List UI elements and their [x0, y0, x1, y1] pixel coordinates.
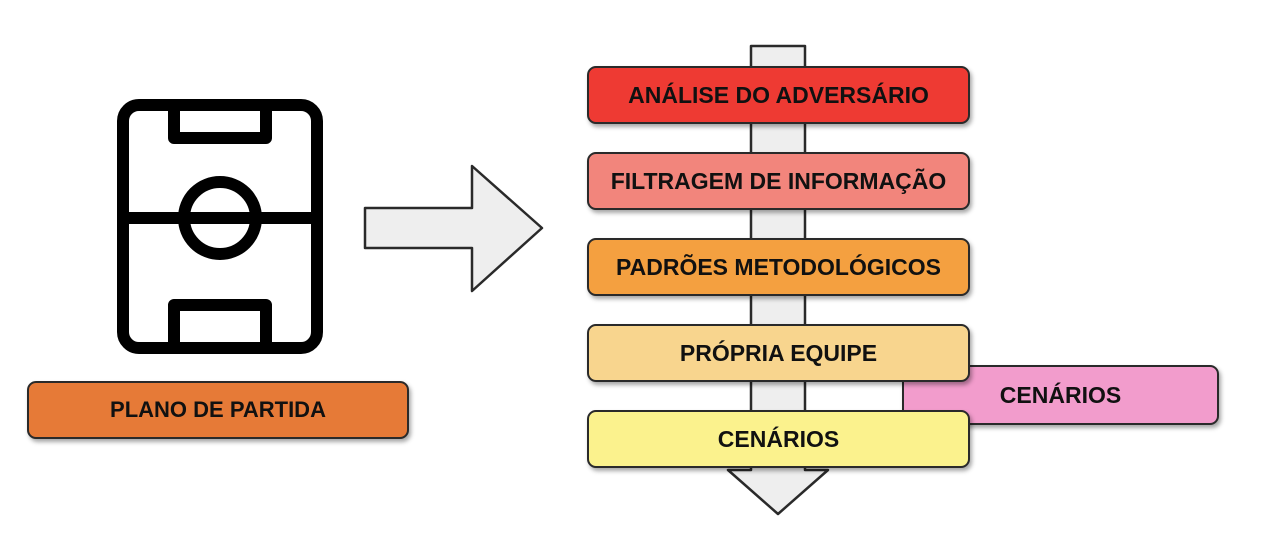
step-card-opponent-analysis: ANÁLISE DO ADVERSÁRIO	[587, 66, 970, 124]
step-card-information-filtering: FILTRAGEM DE INFORMAÇÃO	[587, 152, 970, 210]
step-label: FILTRAGEM DE INFORMAÇÃO	[610, 167, 947, 194]
plan-label: PLANO DE PARTIDA	[110, 397, 326, 422]
side-card-label: CENÁRIOS	[999, 381, 1122, 408]
soccer-field-icon	[117, 99, 323, 354]
step-card-scenarios: CENÁRIOS	[587, 410, 970, 468]
plan-card: PLANO DE PARTIDA	[27, 381, 409, 439]
step-card-methodological-patterns: PADRÕES METODOLÓGICOS	[587, 238, 970, 296]
step-label: PADRÕES METODOLÓGICOS	[615, 253, 941, 280]
step-label: CENÁRIOS	[717, 425, 840, 452]
step-label: PRÓPRIA EQUIPE	[679, 339, 878, 366]
right-arrow-icon	[363, 164, 544, 293]
step-label: ANÁLISE DO ADVERSÁRIO	[628, 81, 929, 108]
step-card-own-team: PRÓPRIA EQUIPE	[587, 324, 970, 382]
